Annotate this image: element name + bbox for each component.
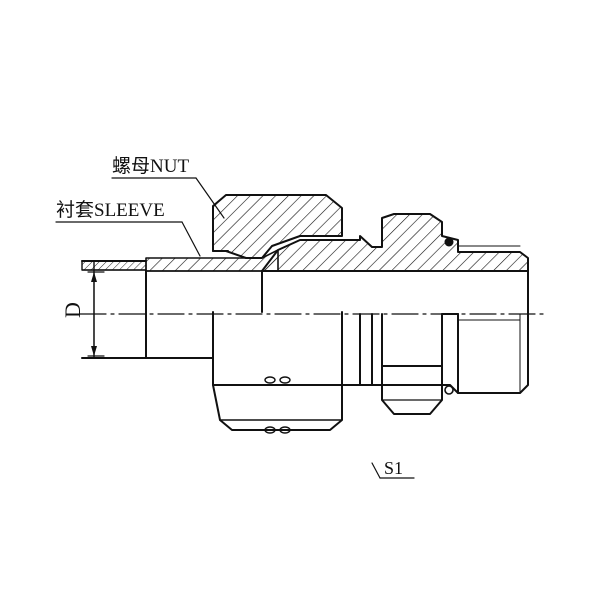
dimension-d <box>87 271 105 357</box>
thread-end-lower <box>441 270 529 394</box>
nut-section <box>212 194 343 259</box>
body-lower <box>341 313 383 386</box>
tube <box>81 260 147 359</box>
nut-label: 螺母NUT <box>112 155 189 177</box>
leader-nut <box>111 177 225 219</box>
leader-sleeve <box>55 221 201 257</box>
s1-marker <box>371 462 415 479</box>
body-hex-view <box>381 313 443 415</box>
sleeve-label: 衬套SLEEVE <box>56 199 165 221</box>
body-section <box>261 213 529 272</box>
sleeve-lower <box>145 270 263 359</box>
diameter-label: D <box>60 302 85 318</box>
wrench-size-label: S1 <box>384 458 403 478</box>
nut-hex-view <box>212 311 343 434</box>
o-ring <box>444 237 454 395</box>
